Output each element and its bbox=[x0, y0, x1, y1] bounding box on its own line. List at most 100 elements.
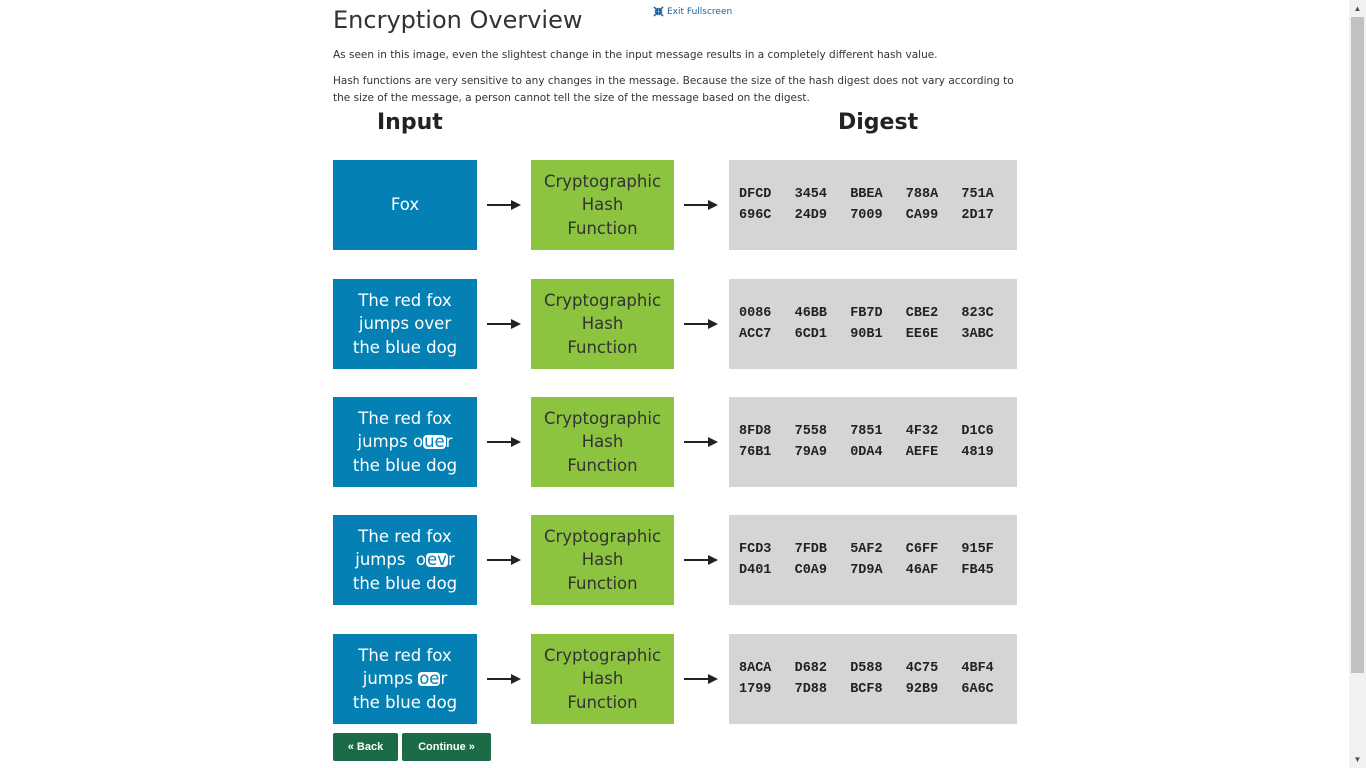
hash-label-line: Hash bbox=[581, 669, 624, 689]
digest-group: 5AF2 bbox=[850, 542, 883, 557]
digest-group: 8FD8 bbox=[739, 424, 772, 439]
digest-group: 6CD1 bbox=[794, 327, 827, 342]
digest-group: 4BF4 bbox=[961, 661, 994, 676]
input-text: r bbox=[445, 432, 453, 452]
exit-fullscreen-link[interactable]: Exit Fullscreen bbox=[653, 6, 732, 17]
digest-group: 788A bbox=[905, 187, 939, 202]
digest-group: 90B1 bbox=[850, 327, 883, 342]
digest-group: D588 bbox=[850, 661, 883, 676]
digest-group: D682 bbox=[794, 661, 827, 676]
hash-label-line: Hash bbox=[581, 314, 624, 334]
input-line: jumps oer bbox=[333, 667, 477, 691]
arrow-right-icon bbox=[684, 553, 718, 565]
hash-label-line: Function bbox=[567, 573, 638, 593]
input-line: jumps over bbox=[358, 314, 452, 334]
digest-group: 7558 bbox=[794, 424, 827, 439]
explanation-paragraph: Hash functions are very sensitive to any… bbox=[333, 75, 1014, 104]
scroll-down-arrow-icon[interactable]: ▼ bbox=[1353, 755, 1362, 764]
input-message-box: Fox bbox=[333, 160, 477, 250]
scroll-up-arrow-icon[interactable]: ▲ bbox=[1353, 4, 1362, 13]
back-button[interactable]: « Back bbox=[333, 733, 398, 761]
arrow-right-icon bbox=[684, 198, 718, 210]
navigation-buttons: « Back Continue » bbox=[333, 733, 491, 761]
continue-button[interactable]: Continue » bbox=[402, 733, 491, 761]
digest-group: 4F32 bbox=[905, 424, 939, 439]
digest-group: ACC7 bbox=[739, 327, 772, 342]
intro-paragraph: As seen in this image, even the slightes… bbox=[333, 49, 938, 61]
vertical-scrollbar[interactable]: ▲ ▼ bbox=[1349, 0, 1366, 768]
digest-group: CBE2 bbox=[905, 306, 939, 321]
digest-group: 46AF bbox=[905, 563, 939, 578]
input-line: The red fox bbox=[358, 290, 452, 310]
hash-label-line: Hash bbox=[581, 195, 624, 215]
input-line: Fox bbox=[390, 195, 420, 215]
changed-letters-highlight: ev bbox=[426, 550, 448, 570]
digest-group: 6A6C bbox=[961, 682, 994, 697]
digest-group: 823C bbox=[961, 306, 994, 321]
digest-group: 915F bbox=[961, 542, 994, 557]
changed-letters-highlight: oe bbox=[418, 669, 441, 689]
scroll-thumb[interactable] bbox=[1351, 17, 1364, 673]
digest-group: C0A9 bbox=[794, 563, 827, 578]
hash-label-line: Cryptographic bbox=[543, 526, 662, 546]
digest-group: D1C6 bbox=[961, 424, 994, 439]
input-text: jumps o bbox=[355, 550, 427, 570]
hash-label-line: Function bbox=[567, 218, 638, 238]
digest-group: 8ACA bbox=[739, 661, 772, 676]
arrow-right-icon bbox=[684, 672, 718, 684]
arrow-right-icon bbox=[487, 198, 521, 210]
arrow-right-icon bbox=[487, 672, 521, 684]
digest-group: FB7D bbox=[850, 306, 883, 321]
input-line: The red fox bbox=[358, 408, 452, 428]
input-text: r bbox=[447, 550, 455, 570]
hash-label-line: Cryptographic bbox=[543, 408, 662, 428]
hash-label-line: Function bbox=[567, 692, 638, 712]
arrow-right-icon bbox=[684, 435, 718, 447]
digest-group: CA99 bbox=[905, 208, 939, 223]
hash-label-line: Hash bbox=[581, 550, 624, 570]
digest-column-header: Digest bbox=[838, 110, 919, 135]
digest-group: 0DA4 bbox=[850, 445, 883, 460]
hash-label-line: Hash bbox=[581, 432, 624, 452]
arrow-right-icon bbox=[487, 317, 521, 329]
digest-group: 92B9 bbox=[905, 682, 939, 697]
hash-label-line: Function bbox=[567, 337, 638, 357]
exit-fullscreen-icon bbox=[653, 6, 664, 17]
digest-group: 7009 bbox=[850, 208, 883, 223]
digest-group: 2D17 bbox=[961, 208, 994, 223]
input-line: jumps ouer bbox=[333, 430, 477, 454]
input-text: jumps o bbox=[357, 432, 424, 452]
hash-label-line: Cryptographic bbox=[543, 171, 662, 191]
digest-group: 79A9 bbox=[794, 445, 827, 460]
hash-label-line: Cryptographic bbox=[543, 290, 662, 310]
digest-group: 3ABC bbox=[961, 327, 994, 342]
digest-group: BBEA bbox=[850, 187, 883, 202]
digest-group: 24D9 bbox=[794, 208, 827, 223]
changed-letters-highlight: ue bbox=[423, 432, 446, 452]
input-line: The red fox bbox=[358, 645, 452, 665]
digest-group: 76B1 bbox=[739, 445, 772, 460]
input-column-header: Input bbox=[377, 110, 443, 135]
digest-group: 46BB bbox=[794, 306, 827, 321]
digest-group: 4819 bbox=[961, 445, 994, 460]
digest-group: 1799 bbox=[739, 682, 772, 697]
